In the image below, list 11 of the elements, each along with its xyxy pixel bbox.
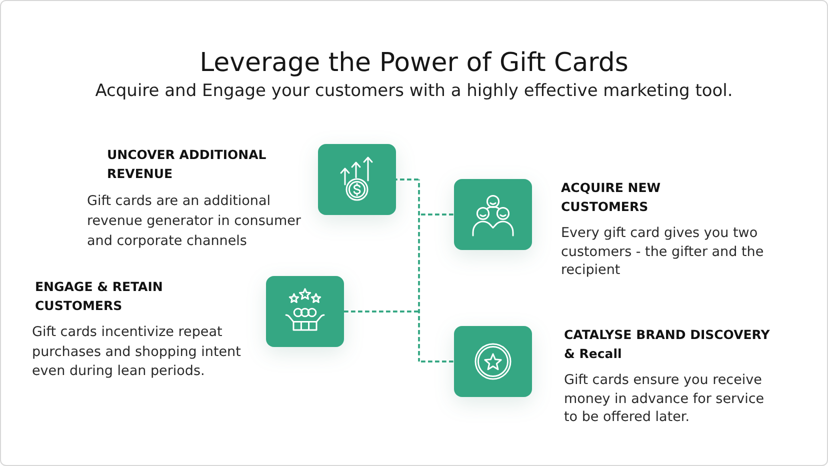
feature-description: Gift cards incentivize repeat purchases and shopping intent even during lean periods. <box>32 323 242 381</box>
feature-description: Every gift card gives you two customers - the gifter and the recipient <box>561 224 765 280</box>
subtitle: Acquire and Engage your customers with a highly effective marketing tool. <box>95 80 733 102</box>
feature-heading: UNCOVER ADDITIONAL REVENUE <box>107 146 268 183</box>
title: Leverage the Power of Gift Cards <box>200 47 628 79</box>
feature-heading: CATALYSE BRAND DISCOVERY & Recall <box>564 326 771 363</box>
feature-description: Gift cards are an additional revenue generator in consumer and corporate channels <box>87 192 302 251</box>
feature-heading: ACQUIRE NEW CUSTOMERS <box>561 179 662 216</box>
feature-description: Gift cards ensure you receive money in advance for service to be offered later. <box>564 371 766 426</box>
feature-heading: ENGAGE & RETAIN CUSTOMERS <box>35 278 164 315</box>
connector-line <box>344 310 454 362</box>
